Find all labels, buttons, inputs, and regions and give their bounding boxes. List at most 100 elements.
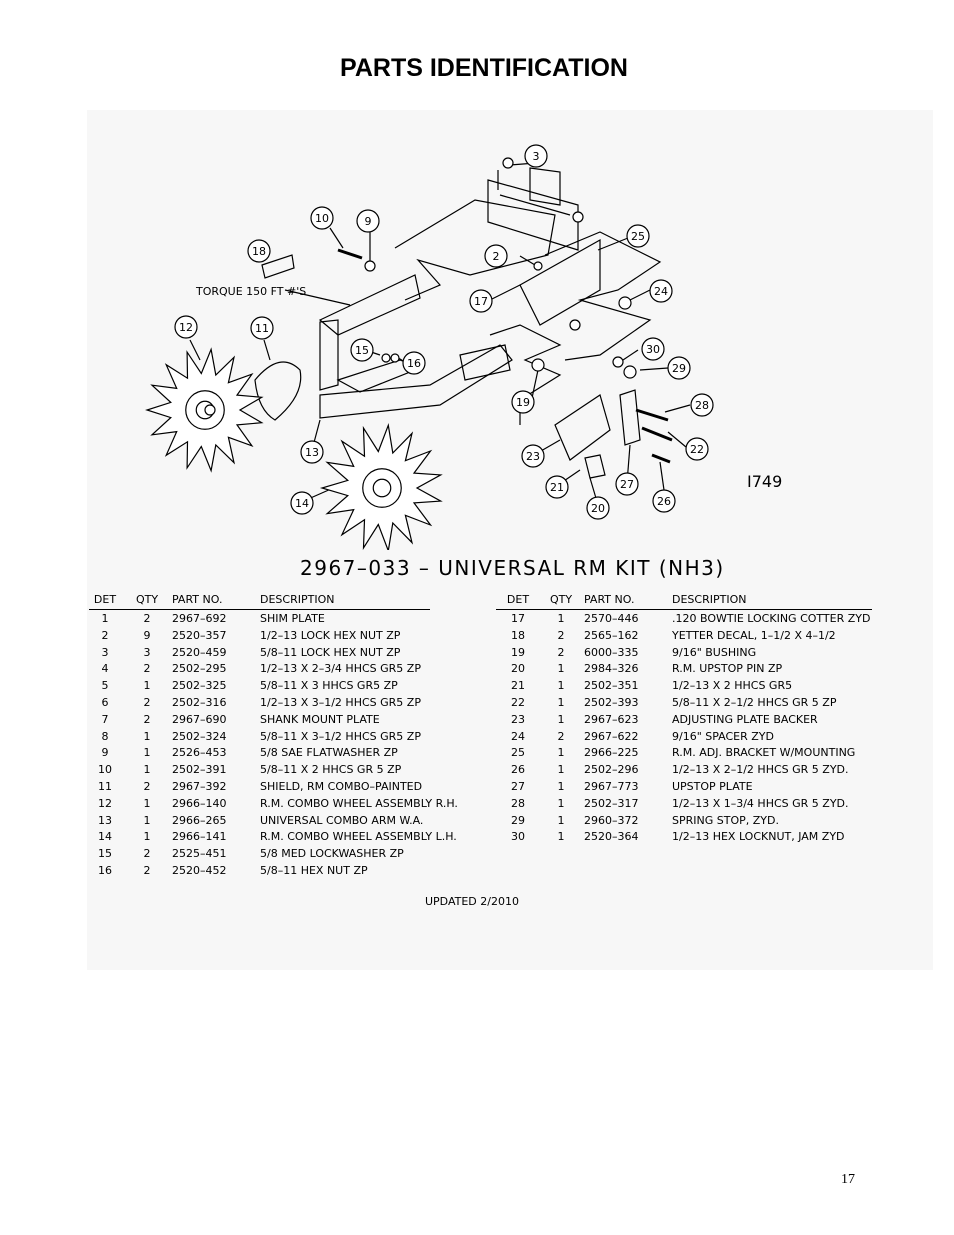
cell-part-no: 2967–692 <box>172 612 227 625</box>
cell-part-no: 2966–225 <box>584 746 639 760</box>
cell-part-no: 2502–295 <box>172 662 227 676</box>
callout-25: 25 <box>626 224 650 248</box>
callout-22: 22 <box>685 437 709 461</box>
callout-10: 10 <box>310 206 334 230</box>
cell-qty: 9 <box>143 628 151 642</box>
cell-det: 5 <box>101 679 109 693</box>
cell-qty: 1 <box>143 679 151 693</box>
callout-16: 16 <box>402 351 426 375</box>
cell-description: 5/8–11 X 2 HHCS GR 5 ZP <box>260 763 402 777</box>
callout-label: 18 <box>252 245 266 258</box>
cell-qty: 1 <box>143 746 151 760</box>
table-header: DET QTY PART NO. DESCRIPTION <box>496 592 872 610</box>
combo-wheel-lh <box>319 423 443 550</box>
cell-qty: 1 <box>557 746 565 760</box>
cell-part-no: 2502–351 <box>584 679 639 693</box>
cell-det: 14 <box>98 830 112 844</box>
cell-qty: 1 <box>557 830 565 844</box>
cell-description: 1/2–13 X 1–3/4 HHCS GR 5 ZYD. <box>672 796 849 810</box>
cell-det: 15 <box>98 847 112 861</box>
cell-description: 9/16" BUSHING <box>672 645 757 659</box>
callout-12: 12 <box>174 315 198 339</box>
cell-description: 1/2–13 HEX LOCKNUT, JAM ZYD <box>672 830 845 844</box>
cell-part-no: 2520–357 <box>172 628 227 642</box>
cell-description: 1/2–13 X 2–1/2 HHCS GR 5 ZYD. <box>672 763 849 777</box>
cell-part-no: 2967–690 <box>172 712 227 726</box>
cell-description: SHANK MOUNT PLATE <box>260 712 380 726</box>
cell-description: SHIELD, RM COMBO–PAINTED <box>260 779 423 793</box>
callout-24: 24 <box>649 279 673 303</box>
cell-part-no: 2502–316 <box>172 695 227 709</box>
cell-det: 12 <box>98 796 112 810</box>
header-qty: QTY <box>549 593 573 606</box>
callout-label: 14 <box>295 497 309 510</box>
callout-label: 22 <box>690 443 704 456</box>
cell-qty: 1 <box>143 763 151 777</box>
cell-qty: 1 <box>143 796 151 810</box>
cell-description: 5/8–11 HEX NUT ZP <box>260 863 368 877</box>
cell-description: R.M. UPSTOP PIN ZP <box>672 662 783 676</box>
cell-description: 5/8–11 X 3–1/2 HHCS GR5 ZP <box>260 729 421 743</box>
callout-17: 17 <box>469 289 493 313</box>
cell-part-no: 2502–296 <box>584 763 639 777</box>
header-description: DESCRIPTION <box>672 593 747 606</box>
cell-det: 17 <box>511 612 525 625</box>
callout-11: 11 <box>250 316 274 340</box>
callout-19: 19 <box>511 390 535 414</box>
header-description: DESCRIPTION <box>260 593 335 606</box>
cell-det: 13 <box>98 813 112 827</box>
callout-label: 15 <box>355 344 369 357</box>
cell-description: ADJUSTING PLATE BACKER <box>672 712 818 726</box>
callout-label: 28 <box>695 399 709 412</box>
cell-description: 1/2–13 X 3–1/2 HHCS GR5 ZP <box>260 695 421 709</box>
cell-part-no: 2967–622 <box>584 729 639 743</box>
page-title: PARTS IDENTIFICATION <box>340 54 628 82</box>
cell-part-no: 2984–326 <box>584 662 639 676</box>
cell-det: 2 <box>101 628 109 642</box>
callout-30: 30 <box>641 337 665 361</box>
cell-part-no: 2502–325 <box>172 679 227 693</box>
cell-description: R.M. ADJ. BRACKET W/MOUNTING <box>672 746 856 760</box>
callout-label: 20 <box>591 502 605 515</box>
cell-description: .120 BOWTIE LOCKING COTTER ZYD <box>672 612 871 625</box>
cell-part-no: 2960–372 <box>584 813 639 827</box>
cell-qty: 2 <box>557 729 565 743</box>
cell-det: 20 <box>511 662 525 676</box>
cell-det: 3 <box>101 645 109 659</box>
callout-label: 16 <box>407 357 421 370</box>
cell-qty: 2 <box>143 662 151 676</box>
callout-13: 13 <box>300 440 324 464</box>
callout-23: 23 <box>521 444 545 468</box>
callout-label: 11 <box>255 322 269 335</box>
cell-det: 26 <box>511 763 525 777</box>
cell-det: 27 <box>511 779 525 793</box>
table-header: DET QTY PART NO. DESCRIPTION <box>89 592 430 610</box>
cell-det: 23 <box>511 712 525 726</box>
cell-part-no: 2525–451 <box>172 847 227 861</box>
cell-det: 4 <box>101 662 109 676</box>
cell-description: R.M. COMBO WHEEL ASSEMBLY L.H. <box>260 830 457 844</box>
callout-label: 9 <box>365 215 372 228</box>
callout-18: 18 <box>247 239 271 263</box>
cell-part-no: 2967–773 <box>584 779 639 793</box>
cell-qty: 2 <box>143 847 151 861</box>
cell-part-no: 2526–453 <box>172 746 227 760</box>
cell-qty: 1 <box>557 695 565 709</box>
